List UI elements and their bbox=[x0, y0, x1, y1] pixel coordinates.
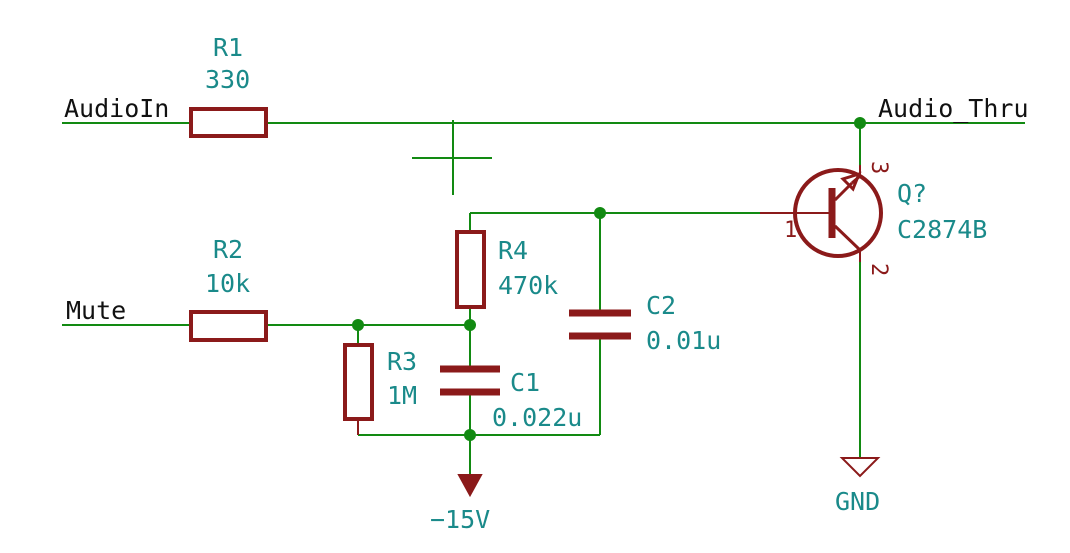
r4-ref: R4 bbox=[498, 236, 528, 265]
resistor-r4-body bbox=[455, 230, 486, 309]
power-gnd: GND bbox=[835, 457, 881, 516]
c1-value: 0.022u bbox=[492, 403, 582, 432]
r2-ref: R2 bbox=[213, 235, 243, 264]
junction-dot bbox=[464, 429, 476, 441]
r3-ref: R3 bbox=[387, 347, 417, 376]
c2-value: 0.01u bbox=[646, 326, 721, 355]
r1-value: 330 bbox=[205, 65, 250, 94]
power-neg15v-label: −15V bbox=[430, 505, 490, 534]
net-label-audioin: AudioIn bbox=[64, 94, 169, 123]
junctions bbox=[352, 117, 866, 441]
resistor-r1: R1 330 bbox=[189, 33, 268, 138]
resistor-r4: R4 470k bbox=[455, 230, 558, 309]
resistor-r2: R2 10k bbox=[189, 235, 268, 342]
c1-ref: C1 bbox=[510, 368, 540, 397]
neg-supply-arrow-icon bbox=[457, 474, 483, 498]
junction-dot bbox=[594, 207, 606, 219]
capacitor-c1: C1 0.022u bbox=[440, 365, 582, 432]
resistor-r3-body bbox=[343, 343, 374, 421]
r1-ref: R1 bbox=[213, 33, 243, 62]
r3-value: 1M bbox=[387, 381, 417, 410]
transistor-q1-emitter bbox=[833, 224, 862, 252]
resistor-r2-body bbox=[189, 310, 268, 342]
junction-dot bbox=[464, 319, 476, 331]
net-label-audio-thru: Audio_Thru bbox=[878, 94, 1029, 123]
junction-dot bbox=[854, 117, 866, 129]
q1-pin-emitter: 2 bbox=[866, 263, 891, 276]
capacitor-c2: C2 0.01u bbox=[569, 291, 721, 355]
transistor-q1: 1 3 2 Q? C2874B bbox=[760, 161, 987, 276]
power-neg15v: −15V bbox=[430, 474, 490, 534]
gnd-label: GND bbox=[835, 487, 880, 516]
c2-ref: C2 bbox=[646, 291, 676, 320]
q1-pin-collector: 3 bbox=[866, 161, 891, 174]
q1-pin-base: 1 bbox=[784, 218, 797, 243]
r4-value: 470k bbox=[498, 271, 558, 300]
ground-icon bbox=[839, 457, 881, 478]
resistor-r1-body bbox=[189, 107, 268, 138]
resistor-r3: R3 1M bbox=[343, 343, 417, 435]
q1-ref: Q? bbox=[897, 179, 927, 208]
transistor-q1-arrow bbox=[840, 171, 862, 192]
junction-dot bbox=[352, 319, 364, 331]
r2-value: 10k bbox=[205, 269, 250, 298]
net-label-mute: Mute bbox=[66, 296, 126, 325]
q1-value: C2874B bbox=[897, 215, 987, 244]
